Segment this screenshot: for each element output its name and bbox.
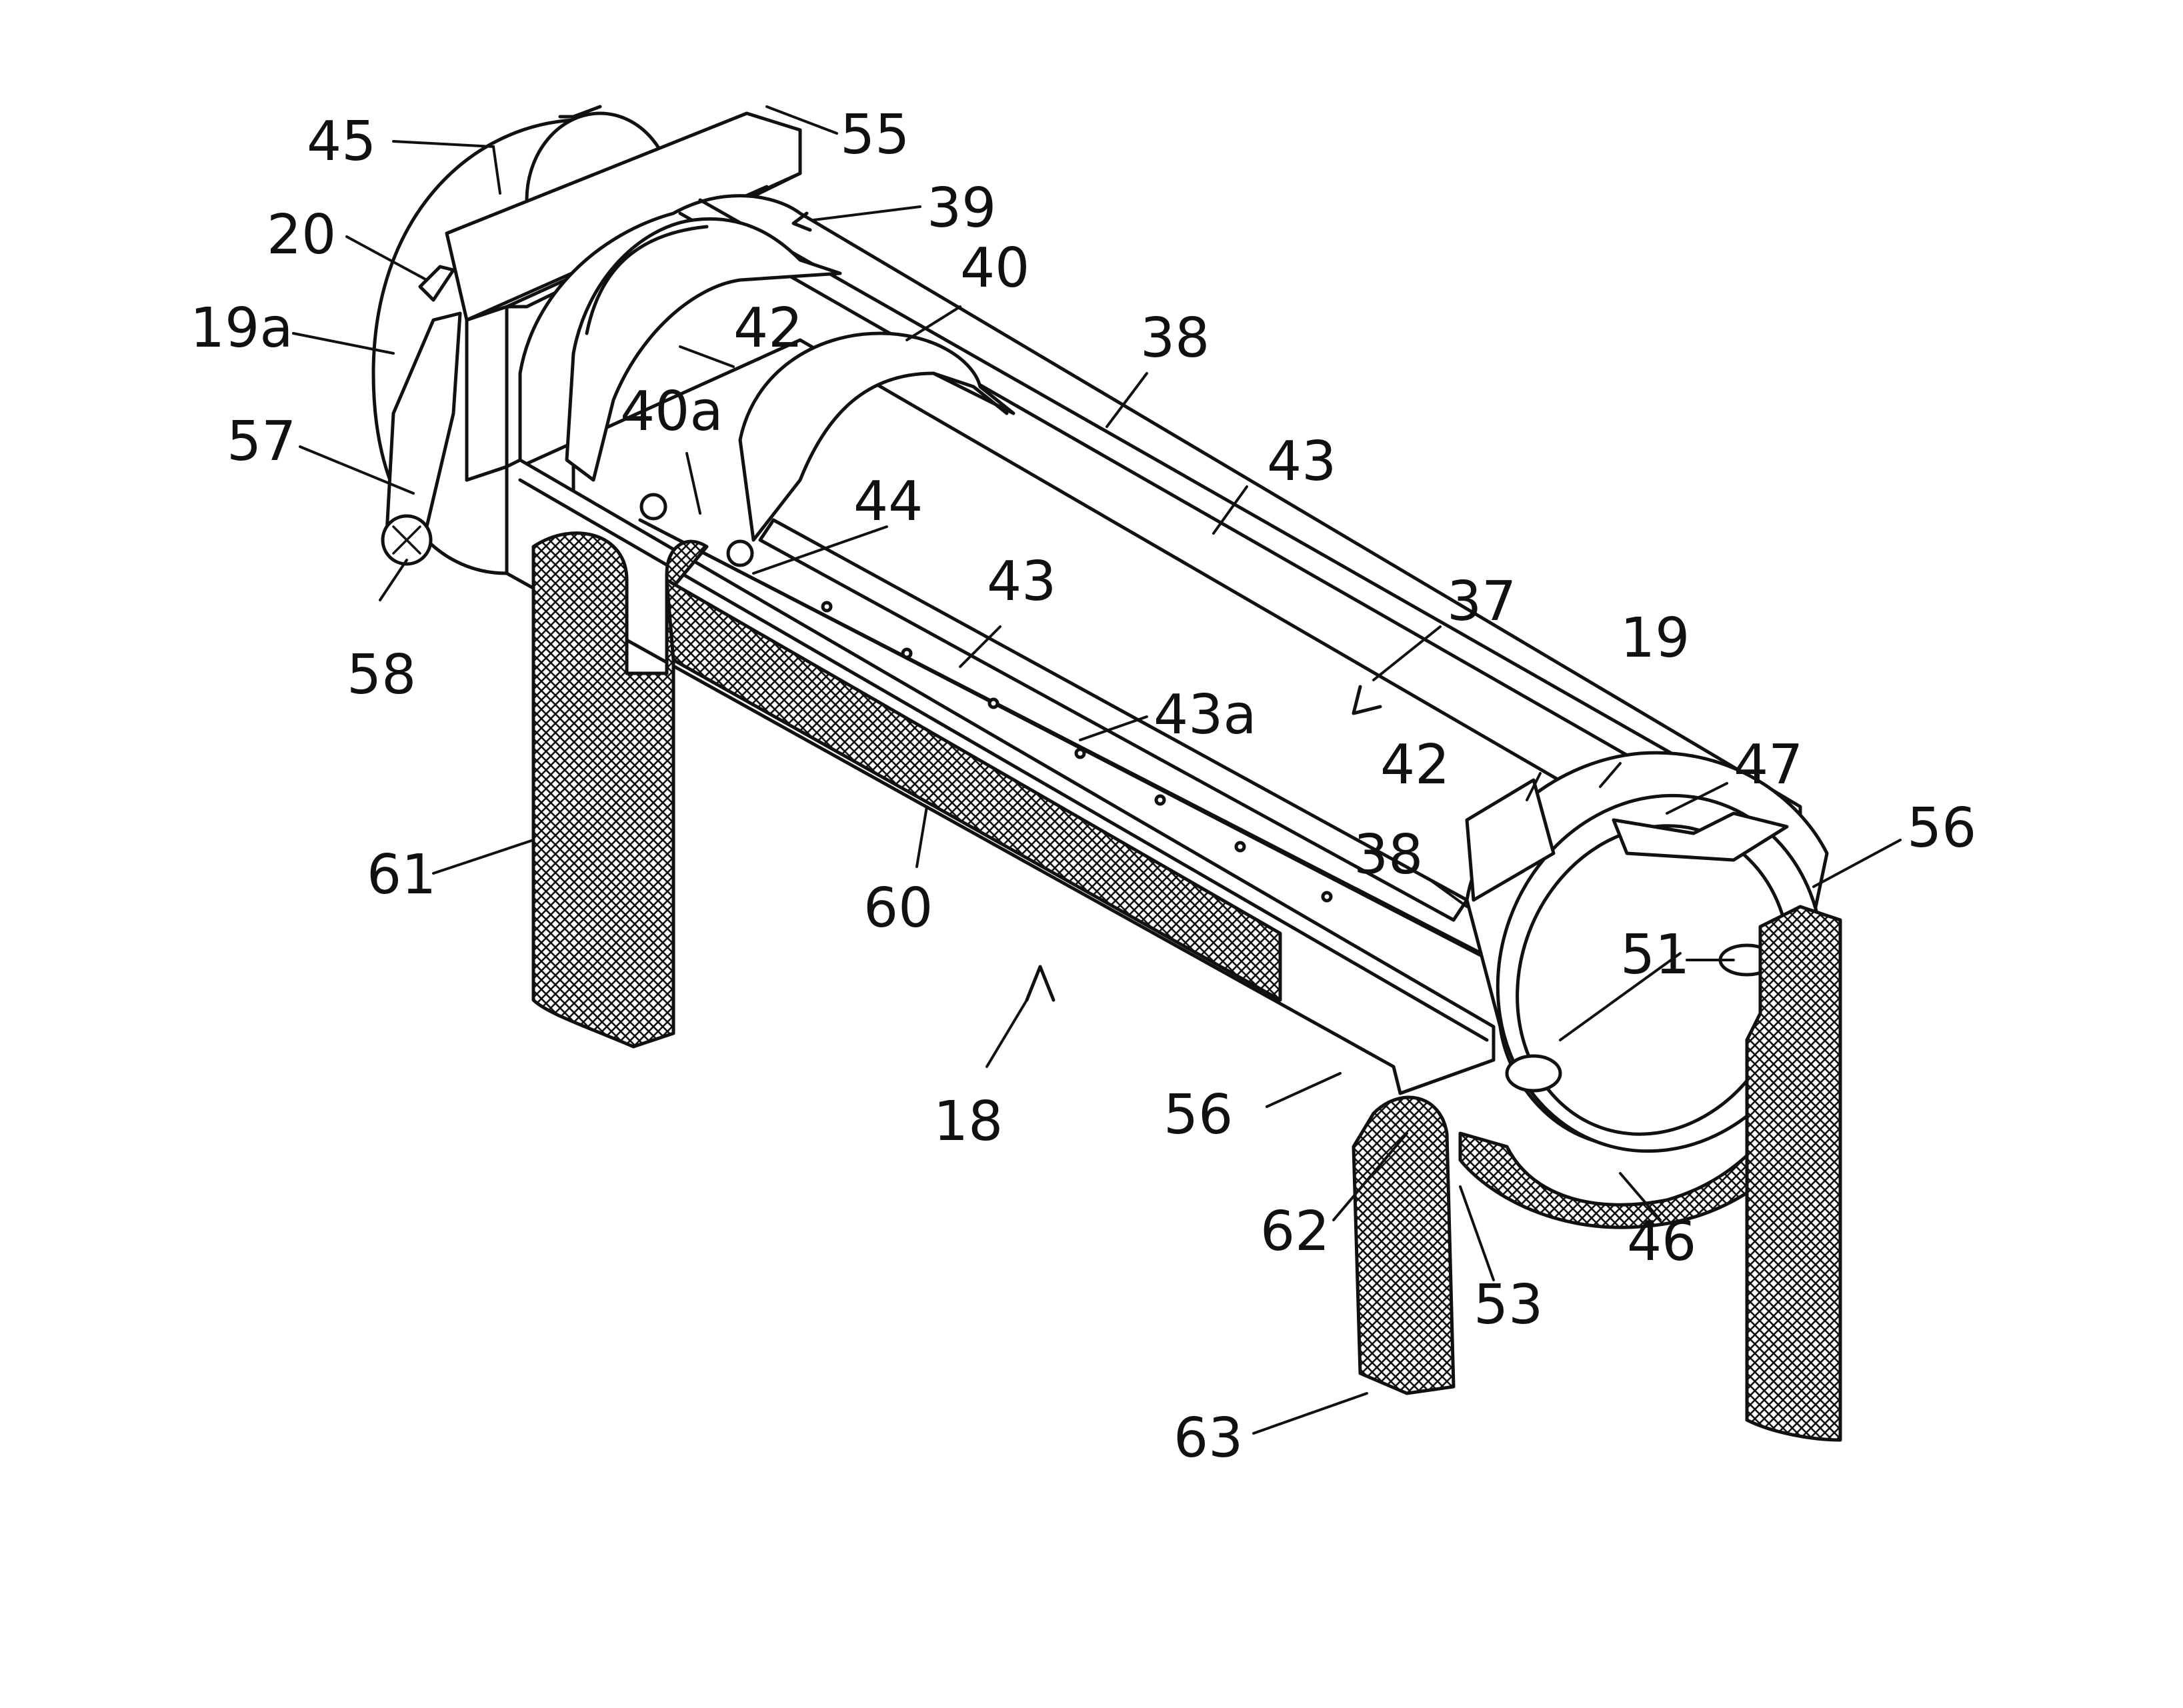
label-43-middle: 43 <box>987 550 1056 613</box>
pad-62-63 <box>1354 1097 1454 1393</box>
arrow-37 <box>1354 687 1380 713</box>
label-56-right: 56 <box>1907 797 1976 860</box>
label-39: 39 <box>927 177 996 240</box>
label-56-lower: 56 <box>1164 1083 1233 1147</box>
label-58: 58 <box>347 643 416 707</box>
label-20: 20 <box>267 203 336 267</box>
label-18: 18 <box>933 1090 1003 1153</box>
label-47: 47 <box>1734 733 1803 797</box>
screw-44 <box>728 541 752 565</box>
pad-right <box>1747 907 1840 1440</box>
label-19: 19 <box>1620 607 1690 670</box>
label-37: 37 <box>1447 570 1516 633</box>
label-57: 57 <box>227 410 296 473</box>
label-40a: 40a <box>620 380 723 443</box>
label-62: 62 <box>1260 1200 1330 1263</box>
label-42-lower: 42 <box>1380 733 1450 797</box>
label-38-lower: 38 <box>1354 823 1423 887</box>
arrow-18 <box>1027 967 1053 1000</box>
label-60: 60 <box>863 877 933 940</box>
label-40: 40 <box>960 237 1029 300</box>
label-44: 44 <box>853 470 923 533</box>
label-61: 61 <box>367 843 436 907</box>
screw-40a <box>641 495 665 519</box>
label-55: 55 <box>840 103 909 167</box>
label-46: 46 <box>1627 1210 1696 1273</box>
label-51: 51 <box>1620 923 1690 987</box>
label-45: 45 <box>307 110 376 173</box>
label-63: 63 <box>1174 1407 1243 1470</box>
label-53: 53 <box>1474 1273 1543 1337</box>
label-19a: 19a <box>190 297 293 360</box>
label-42-upper: 42 <box>733 297 803 360</box>
label-38-upper: 38 <box>1140 307 1210 370</box>
label-43a: 43a <box>1154 683 1257 747</box>
label-43-upper: 43 <box>1267 430 1336 493</box>
latch-51-lower <box>1507 1056 1560 1091</box>
